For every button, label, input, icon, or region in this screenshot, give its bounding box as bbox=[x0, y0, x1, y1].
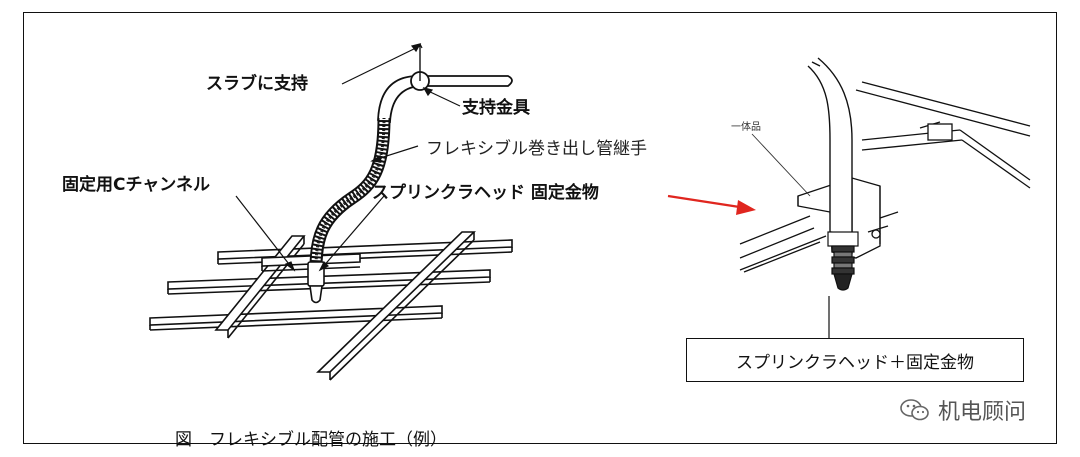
watermark: 机电顾问 bbox=[900, 394, 1026, 426]
callout-text: スプリンクラヘッド＋固定金物 bbox=[736, 352, 974, 373]
left-leaders bbox=[235, 87, 461, 272]
label-flexible-joint: フレキシブル巻き出し管継手 bbox=[426, 138, 647, 159]
label-c-channel: 固定用Cチャンネル bbox=[62, 174, 210, 195]
label-sprinkler-head-fixing: スプリンクラヘッド 固定金物 bbox=[372, 182, 599, 203]
label-one-piece: 一体品 bbox=[731, 121, 761, 133]
caption-prefix: 図 bbox=[175, 430, 192, 450]
label-slab-support: スラブに支持 bbox=[206, 73, 308, 94]
channel-cross-2 bbox=[316, 231, 476, 381]
sprinkler-head-right bbox=[827, 231, 859, 291]
caption-text: フレキシブル配管の施工（例） bbox=[209, 430, 447, 450]
wechat-icon bbox=[900, 398, 930, 422]
slab-leader bbox=[341, 43, 422, 85]
channel-long-2 bbox=[167, 269, 491, 295]
sprinkler-head-left bbox=[307, 261, 325, 304]
label-support-bracket: 支持金具 bbox=[462, 97, 530, 118]
ceiling-channel-grid bbox=[149, 231, 513, 381]
closeup-drawing bbox=[739, 81, 1031, 273]
red-arrow bbox=[667, 194, 756, 215]
callout-box: スプリンクラヘッド＋固定金物 bbox=[686, 338, 1024, 382]
watermark-text: 机电顾问 bbox=[938, 400, 1027, 425]
flexible-hose bbox=[309, 117, 391, 269]
support-pipe bbox=[377, 43, 513, 124]
channel-long-3 bbox=[149, 305, 443, 331]
one-piece-leader bbox=[751, 133, 811, 197]
figure-caption: 図 フレキシブル配管の施工（例） bbox=[175, 425, 447, 450]
